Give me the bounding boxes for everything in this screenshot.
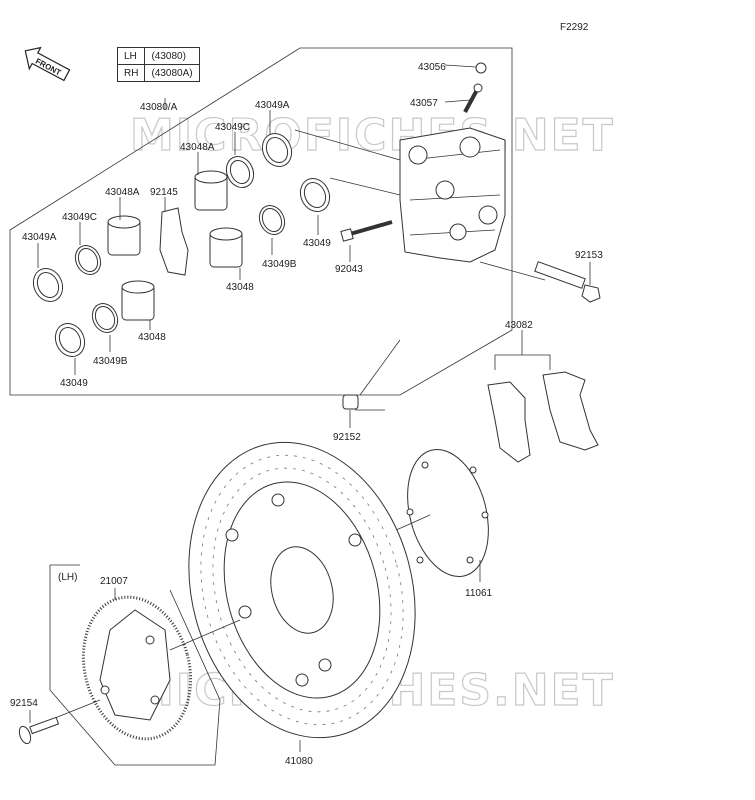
variant-table: LH (43080) RH (43080A) — [116, 47, 200, 82]
pin-boot — [342, 394, 359, 410]
label-43049C-left: 43049C — [62, 212, 97, 223]
watermark-top: MICROFICHES.NET — [130, 110, 615, 161]
front-arrow-icon: FRONT — [24, 46, 71, 82]
disc-shim — [406, 448, 489, 578]
label-21007: 21007 — [100, 576, 128, 587]
label-43048A-top: 43048A — [180, 142, 215, 153]
brake-disc — [188, 441, 416, 739]
piston-seal-group — [32, 132, 331, 358]
label-43056: 43056 — [418, 62, 446, 73]
variant-row-lh: LH (43080) — [116, 47, 200, 65]
lh-group-outline — [49, 565, 221, 766]
variant-side: RH — [116, 64, 146, 82]
disc-screw — [18, 716, 60, 745]
figure-code: F2292 — [560, 22, 589, 33]
caliper-kit-outline — [9, 47, 513, 396]
label-43048-mid: 43048 — [226, 282, 254, 293]
label-92145: 92145 — [150, 187, 178, 198]
brake-pads — [487, 371, 599, 463]
label-92154: 92154 — [10, 698, 38, 709]
label-43049-right: 43049 — [303, 238, 331, 249]
variant-row-rh: RH (43080A) — [116, 64, 200, 82]
label-92043: 92043 — [335, 264, 363, 275]
label-43049-low: 43049 — [60, 378, 88, 389]
label-43049C-top: 43049C — [215, 122, 250, 133]
caliper-body — [399, 127, 506, 263]
bleeder-cap — [475, 62, 487, 74]
label-43048-low: 43048 — [138, 332, 166, 343]
sensor-ring — [81, 595, 193, 741]
label-43048A-left: 43048A — [105, 187, 140, 198]
label-11061: 11061 — [465, 588, 493, 599]
pad-spring — [159, 207, 189, 276]
label-43049A-left: 43049A — [22, 232, 57, 243]
label-92152: 92152 — [333, 432, 361, 443]
bleeder-valve — [463, 83, 483, 113]
label-43049A-top: 43049A — [255, 100, 290, 111]
label-43080A: 43080/A — [140, 102, 178, 113]
label-41080: 41080 — [285, 756, 313, 767]
label-43049B-low: 43049B — [93, 356, 128, 367]
label-lh-note: (LH) — [58, 572, 77, 583]
label-43082: 43082 — [505, 320, 533, 331]
label-43057: 43057 — [410, 98, 438, 109]
label-43049B-mid: 43049B — [262, 259, 297, 270]
pad-pin — [340, 220, 393, 242]
label-92153: 92153 — [575, 250, 603, 261]
caliper-bolt — [534, 261, 601, 303]
variant-part: (43080A) — [144, 64, 200, 82]
